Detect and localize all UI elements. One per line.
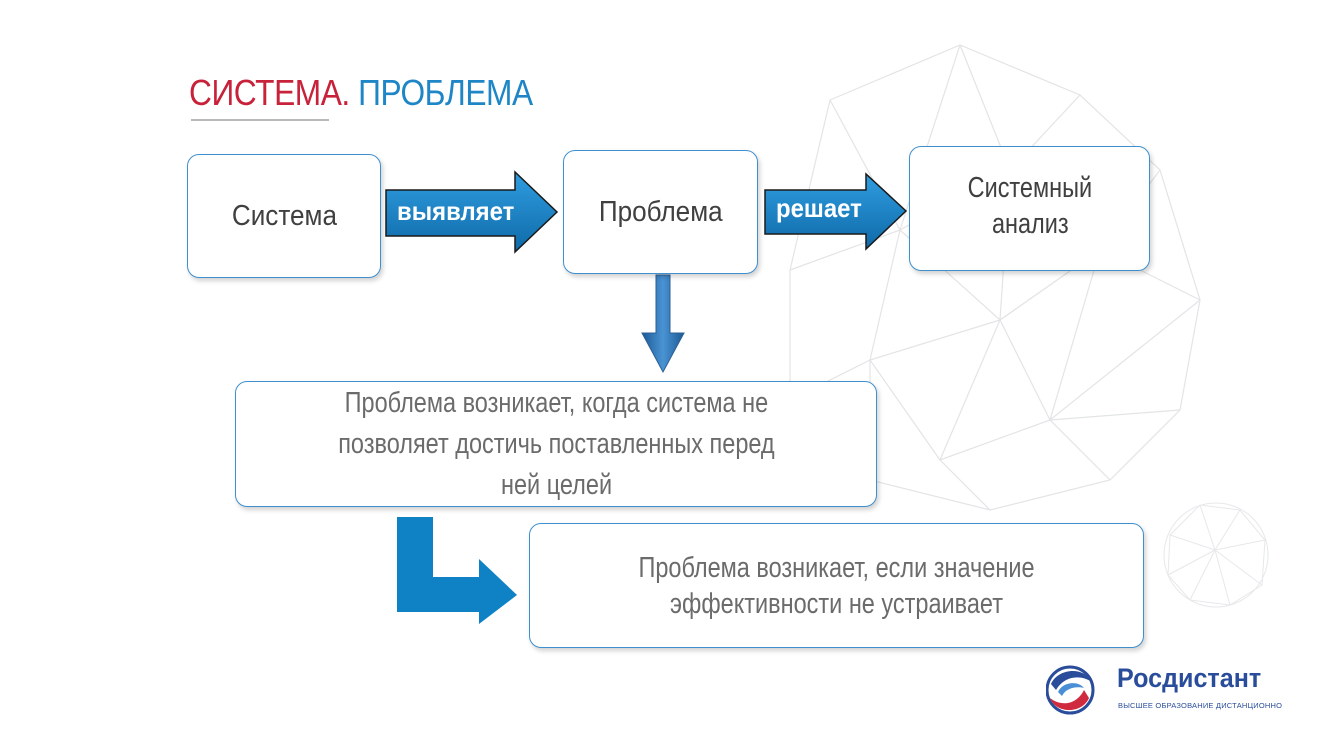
node-sistema-label: Система bbox=[231, 199, 337, 232]
edge-label-reshaet: решает bbox=[776, 193, 862, 223]
node-problema-label: Проблема bbox=[598, 195, 723, 228]
node-definition-2: Проблема возникает, если значение эффект… bbox=[529, 523, 1144, 648]
node-analiz-line2: анализ bbox=[991, 207, 1068, 240]
rosdistant-logo-icon bbox=[1046, 665, 1095, 715]
title-underline bbox=[191, 119, 329, 121]
slide-title: СИСТЕМА. ПРОБЛЕМА bbox=[189, 72, 533, 114]
arrow-down bbox=[641, 274, 685, 374]
node-sistemnyy-analiz: Системный анализ bbox=[909, 146, 1150, 271]
node-sistema: Система bbox=[187, 154, 381, 278]
def2-line1: Проблема возникает, если значение bbox=[638, 551, 1035, 584]
def1-line3: ней целей bbox=[500, 468, 612, 501]
logo-tagline: ВЫСШЕЕ ОБРАЗОВАНИЕ ДИСТАНЦИОННО bbox=[1118, 701, 1283, 710]
def2-line2: эффективности не устраивает bbox=[670, 587, 1003, 620]
node-definition-1: Проблема возникает, когда система не поз… bbox=[235, 381, 877, 507]
edge-label-vyyavlyaet: выявляет bbox=[397, 196, 515, 226]
def1-line2: позволяет достичь поставленных перед bbox=[337, 427, 775, 460]
logo-name: Росдистант bbox=[1117, 663, 1262, 693]
arrow-elbow bbox=[397, 517, 517, 624]
node-problema: Проблема bbox=[563, 150, 758, 274]
title-part-system: СИСТЕМА. bbox=[189, 72, 350, 113]
title-part-problem: ПРОБЛЕМА bbox=[358, 72, 533, 113]
def1-line1: Проблема возникает, когда система не bbox=[344, 386, 768, 419]
node-analiz-line1: Системный bbox=[967, 171, 1092, 204]
